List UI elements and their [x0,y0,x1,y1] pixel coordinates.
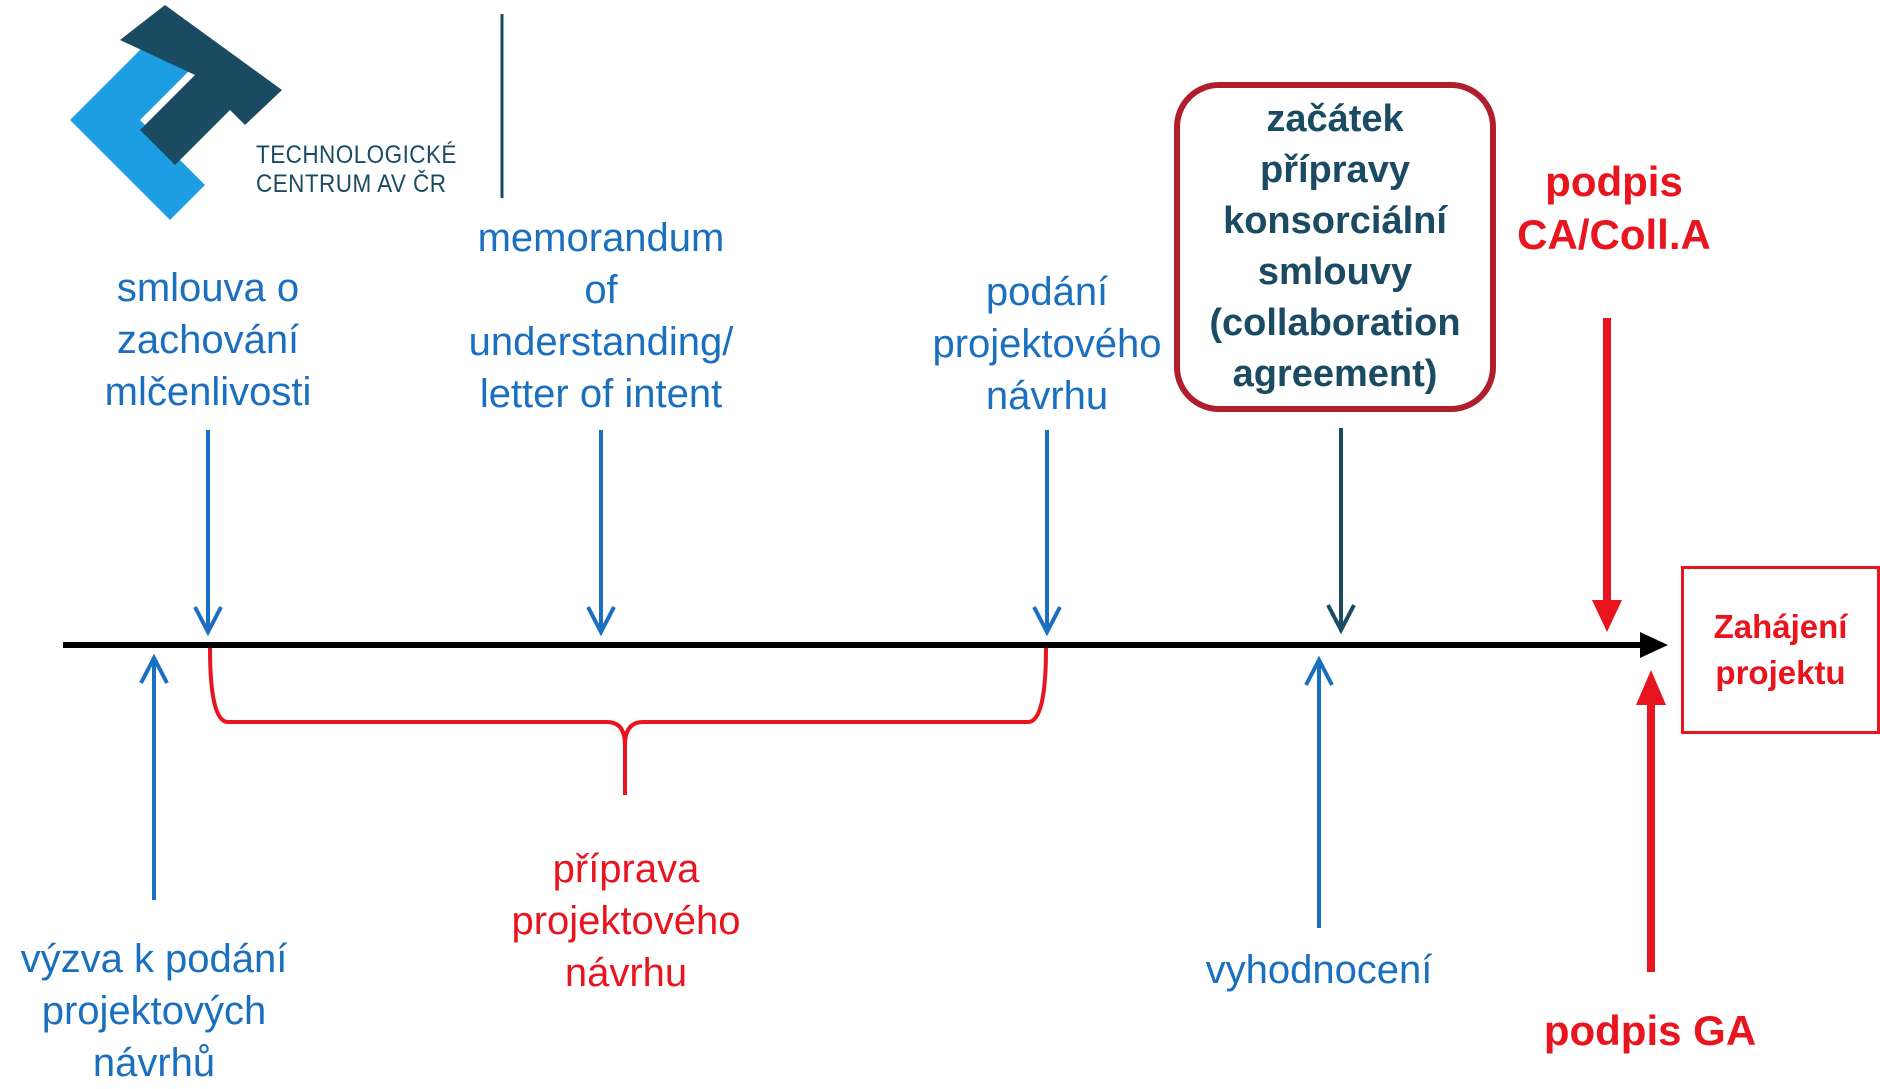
technologicke-centrum-logo-icon [70,5,504,220]
label-call: výzva k podání projektových návrhů [20,937,288,1085]
arrow-ga-signature [1636,670,1666,972]
label-ga-signature: podpis GA [1543,1007,1757,1054]
label-nda: smlouva o zachování mlčenlivosti [104,266,312,414]
arrow-mou [586,430,616,637]
arrow-submission [1032,430,1062,637]
arrow-nda [193,430,223,637]
label-preparation: příprava projektového návrhu [511,847,741,995]
consortium-box: začátek přípravy konsorciální smlouvy (c… [1174,82,1496,412]
label-submission: podání projektového návrhu [932,270,1162,418]
label-ca-signature: podpis CA/Coll.A [1517,158,1711,258]
project-start-box: Zahájení projektu [1681,566,1880,734]
timeline-axis [63,632,1668,658]
arrow-consortium [1326,428,1356,635]
arrow-ca-signature [1592,318,1622,632]
label-start: Zahájení projektu [1713,607,1848,691]
logo-text: TECHNOLOGICKÉ CENTRUM AV ČR [256,141,457,198]
arrow-call [139,653,169,900]
label-consortium: začátek přípravy konsorciální smlouvy (c… [1209,98,1461,395]
label-mou: memorandum of understanding/ letter of i… [468,216,734,416]
arrow-evaluation [1304,655,1334,928]
label-evaluation: vyhodnocení [1205,948,1433,992]
preparation-brace [208,647,1048,795]
